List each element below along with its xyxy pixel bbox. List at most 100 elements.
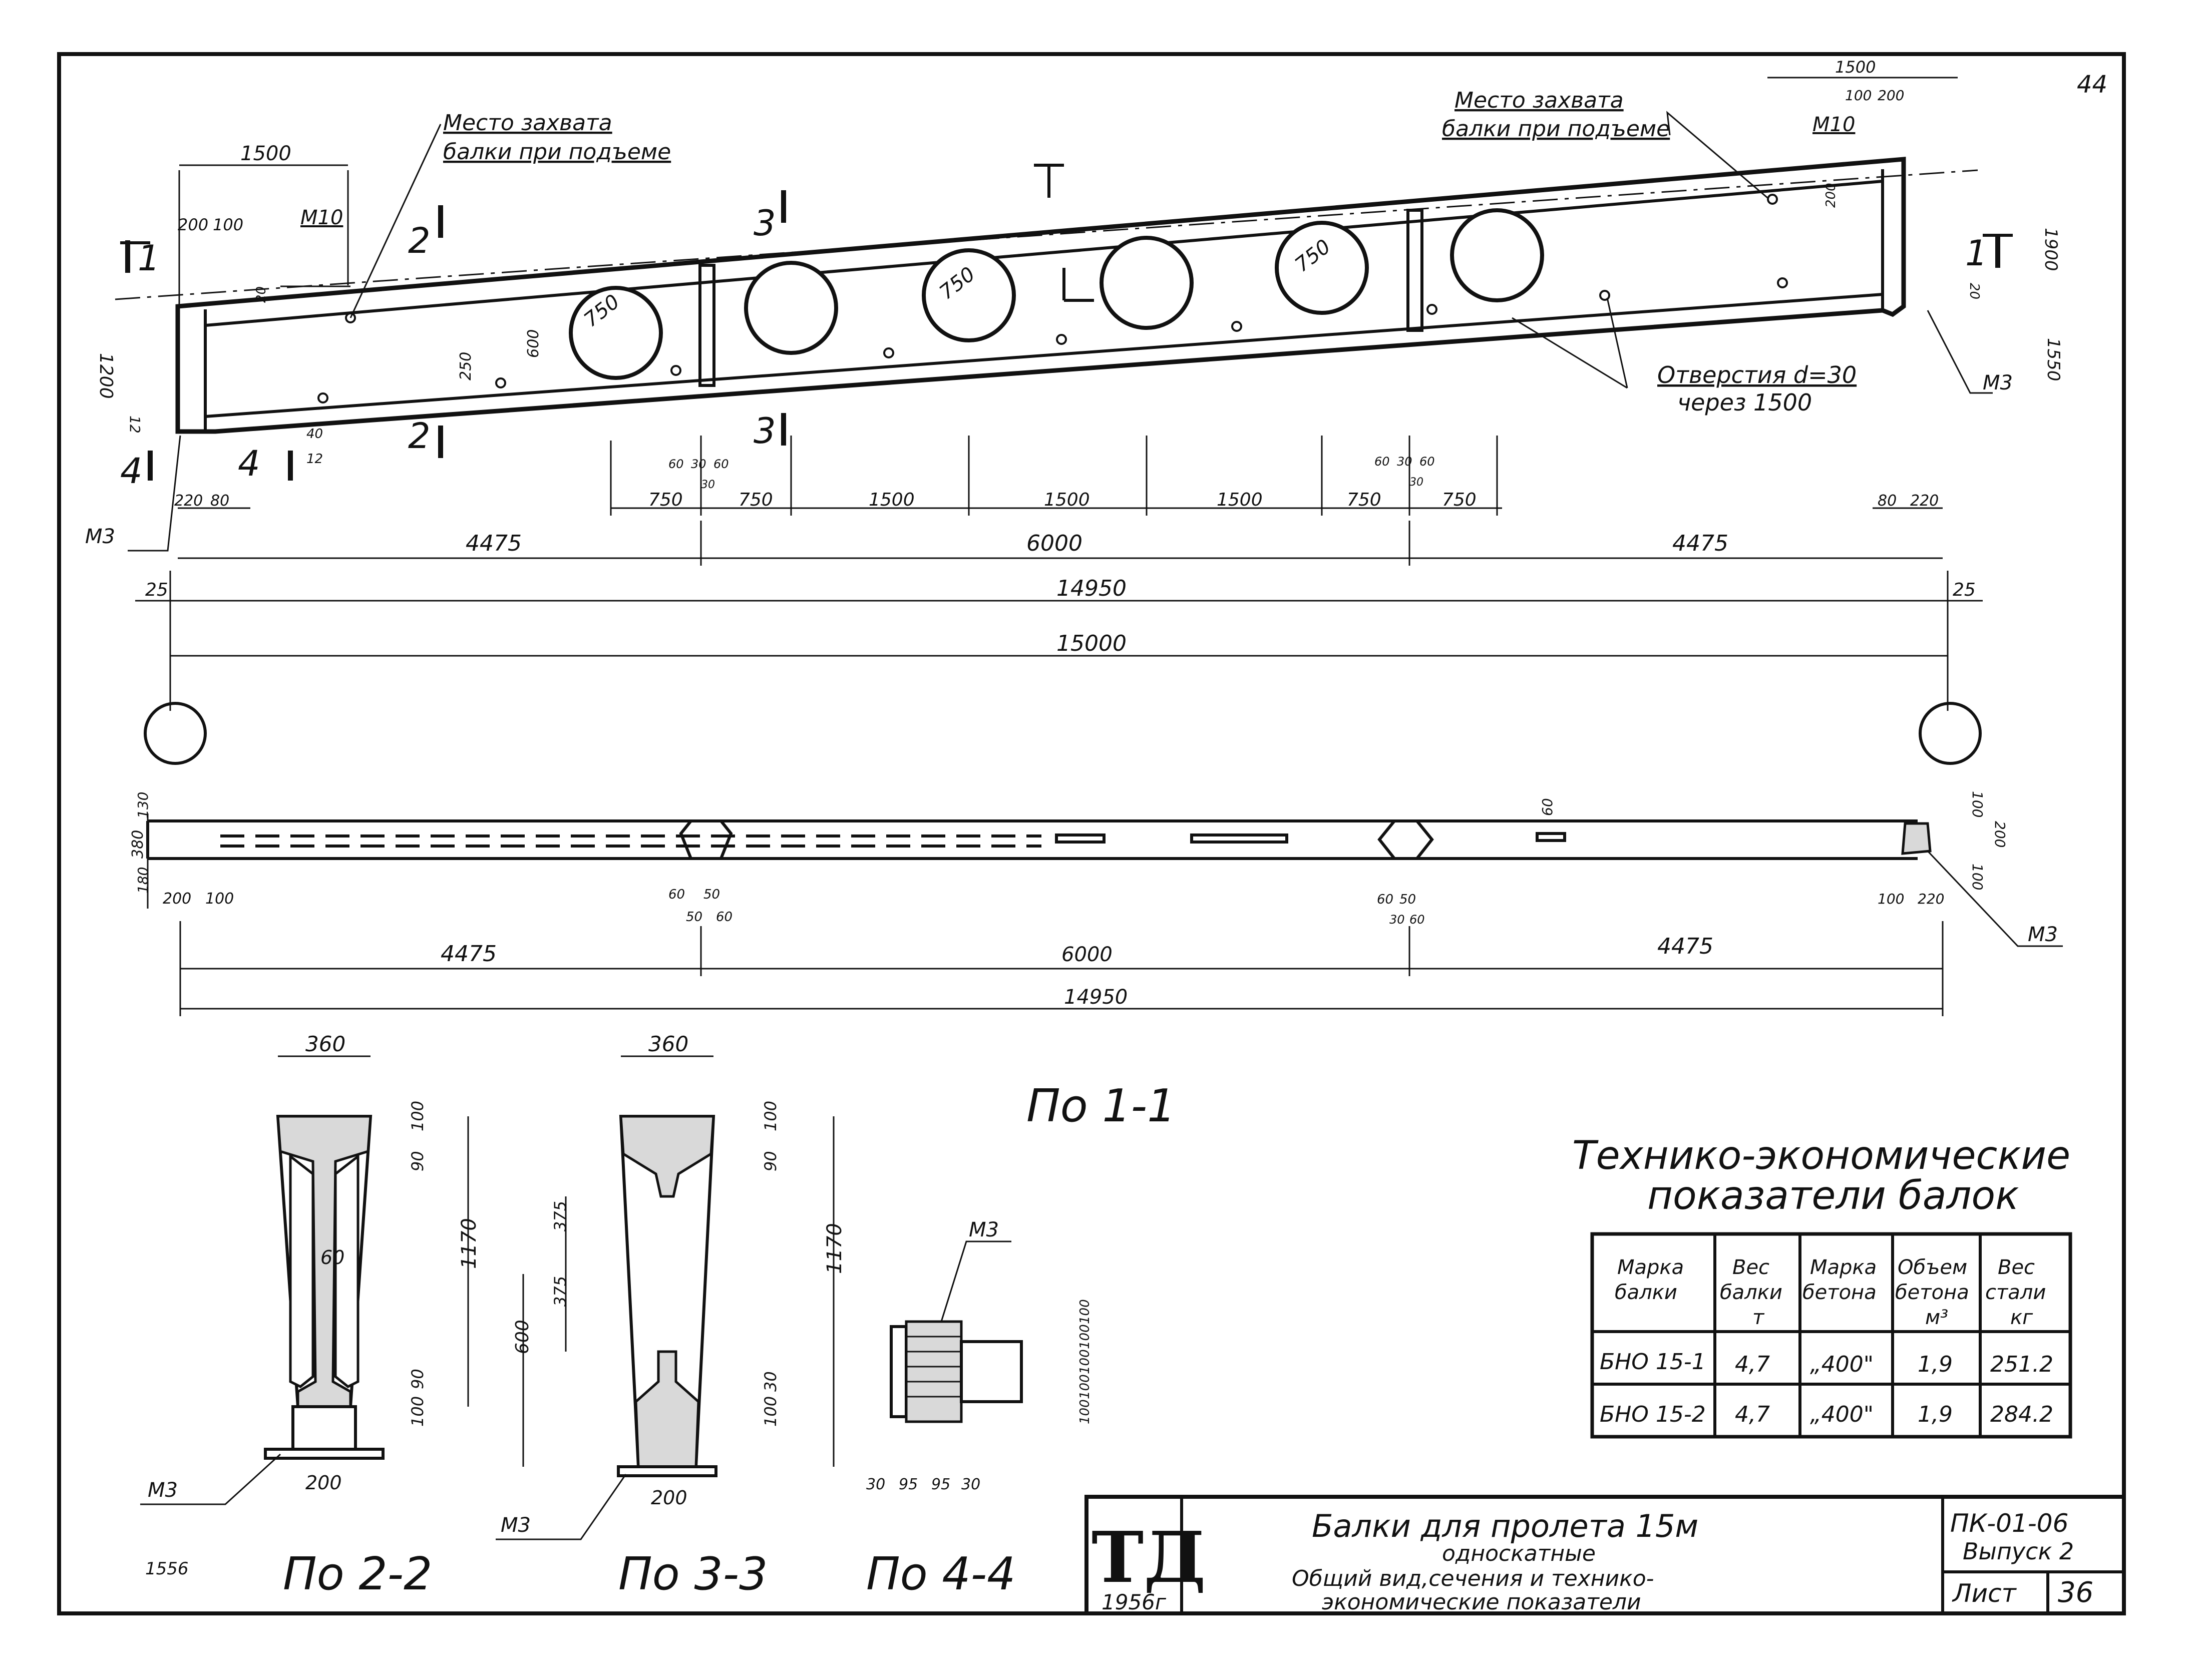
svg-text:6000: 6000 [1061, 943, 1113, 966]
svg-text:100: 100 [1077, 1324, 1092, 1349]
svg-text:100: 100 [205, 890, 234, 908]
section-markers: 1 1 2 2 3 3 4 4 [120, 190, 2013, 492]
svg-text:100: 100 [1077, 1399, 1092, 1424]
svg-text:100: 100 [1077, 1299, 1092, 1324]
svg-text:25: 25 [1953, 580, 1976, 600]
svg-text:200: 200 [1878, 87, 1904, 104]
svg-text:1170: 1170 [458, 1218, 481, 1269]
svg-text:4475: 4475 [1657, 934, 1713, 959]
td-logo: ТД [1091, 1517, 1206, 1599]
stamp-code: 1556 [145, 1559, 189, 1579]
diaphragm-right [1406, 209, 1423, 332]
header-weight-3: т [1752, 1306, 1765, 1329]
svg-text:380: 380 [129, 830, 147, 859]
svg-text:80: 80 [210, 492, 229, 510]
svg-text:360: 360 [648, 1032, 688, 1056]
beam-outline [175, 157, 1906, 434]
section-3-3: 360 100 90 375 375 600 1170 30 100 200 М… [496, 1032, 846, 1600]
svg-text:100: 100 [1969, 864, 1986, 890]
header-concrete-2: бетона [1802, 1281, 1877, 1304]
svg-text:1500: 1500 [869, 490, 915, 510]
header-volume-3: м³ [1925, 1306, 1948, 1329]
svg-text:60: 60 [668, 457, 684, 471]
svg-text:600: 600 [512, 1320, 533, 1354]
svg-text:50: 50 [703, 887, 720, 902]
svg-text:251.2: 251.2 [1990, 1352, 2053, 1377]
svg-text:95: 95 [931, 1476, 950, 1493]
svg-text:200: 200 [1992, 821, 2008, 848]
svg-text:200: 200 [178, 215, 208, 234]
svg-text:50: 50 [1399, 892, 1416, 907]
table-title-2: показатели балок [1647, 1173, 2019, 1218]
title-year: 1956г [1102, 1590, 1167, 1614]
holes-note-1: Отверстия d=30 [1657, 361, 1857, 388]
header-steel-2: стали [1985, 1281, 2046, 1304]
svg-text:4,7: 4,7 [1735, 1352, 1770, 1377]
svg-text:750: 750 [1442, 490, 1477, 510]
svg-text:375: 375 [551, 1201, 570, 1231]
svg-text:200: 200 [305, 1472, 342, 1494]
svg-text:20: 20 [1967, 283, 1982, 299]
svg-text:4475: 4475 [1672, 531, 1728, 556]
svg-text:1500: 1500 [240, 142, 291, 165]
section-3-3-mark: М3 [501, 1514, 531, 1537]
svg-text:60: 60 [716, 910, 733, 925]
grip-note-right-1: Место захвата [1454, 88, 1624, 113]
svg-text:600: 600 [525, 329, 542, 358]
m3-mark-plan: М3 [2028, 923, 2058, 946]
grip-note-right-2: балки при подъеме [1442, 116, 1670, 142]
svg-text:4: 4 [238, 443, 260, 484]
svg-text:750: 750 [1347, 490, 1381, 510]
svg-text:60: 60 [1377, 892, 1393, 907]
svg-text:100: 100 [1969, 791, 1986, 817]
svg-text:375: 375 [551, 1276, 570, 1307]
svg-text:1,9: 1,9 [1918, 1352, 1953, 1377]
svg-text:1200: 1200 [96, 353, 116, 399]
header-concrete: Марка [1810, 1256, 1877, 1279]
svg-text:1170: 1170 [823, 1223, 846, 1274]
svg-text:100: 100 [213, 215, 243, 234]
svg-text:60: 60 [1539, 798, 1556, 816]
svg-text:100: 100 [761, 1396, 780, 1427]
elevation-dimensions: 1500 1500 100 200 200 100 20 1200 12 250… [85, 58, 2063, 765]
web-opening-5 [1275, 221, 1369, 315]
web-opening-6 [1450, 208, 1544, 302]
svg-text:60: 60 [668, 887, 685, 902]
svg-text:„400": „400" [1810, 1352, 1874, 1377]
svg-text:100: 100 [408, 1396, 427, 1427]
svg-text:220: 220 [1910, 492, 1939, 510]
header-mark: Марка [1617, 1256, 1684, 1279]
table-row: БНО 15-1 [1600, 1349, 1706, 1375]
svg-text:1: 1 [1965, 233, 1988, 274]
drawing-subtitle-2: Общий вид,сечения и технико- [1292, 1566, 1654, 1591]
svg-text:1500: 1500 [1044, 490, 1090, 510]
svg-text:1900: 1900 [2041, 228, 2061, 271]
svg-text:100: 100 [1878, 891, 1904, 907]
svg-text:14950: 14950 [1056, 576, 1127, 601]
section-4-4-title: По 4-4 [866, 1548, 1015, 1600]
diaphragm-left [698, 264, 715, 387]
drawing-subtitle-1: односкатные [1442, 1541, 1596, 1566]
svg-text:30: 30 [691, 457, 706, 471]
small-holes [317, 194, 1788, 403]
svg-text:2: 2 [408, 220, 431, 261]
title-block: ТД 1956г Балки для пролета 15м односкатн… [1084, 1495, 2126, 1615]
m10-mark-left: М10 [300, 206, 343, 229]
svg-text:12: 12 [306, 452, 323, 467]
svg-text:95: 95 [899, 1476, 918, 1493]
svg-text:30: 30 [701, 479, 715, 491]
header-volume: Объем [1898, 1256, 1967, 1279]
svg-text:1: 1 [138, 238, 160, 279]
svg-text:4475: 4475 [441, 941, 497, 967]
svg-text:200: 200 [651, 1487, 687, 1509]
svg-text:200: 200 [1824, 183, 1839, 208]
svg-text:180: 180 [135, 867, 151, 894]
holes-note-2: через 1500 [1677, 389, 1812, 416]
svg-text:1500: 1500 [1217, 490, 1263, 510]
svg-text:30: 30 [866, 1476, 885, 1493]
svg-text:60: 60 [1419, 455, 1435, 469]
svg-text:60: 60 [713, 457, 729, 471]
sheet-number: 36 [2058, 1576, 2093, 1609]
section-4-4: М3 30 95 95 30 100 100 100 100 100 По 4-… [866, 1218, 1092, 1600]
grip-note-left-2: балки при подъеме [443, 139, 671, 165]
